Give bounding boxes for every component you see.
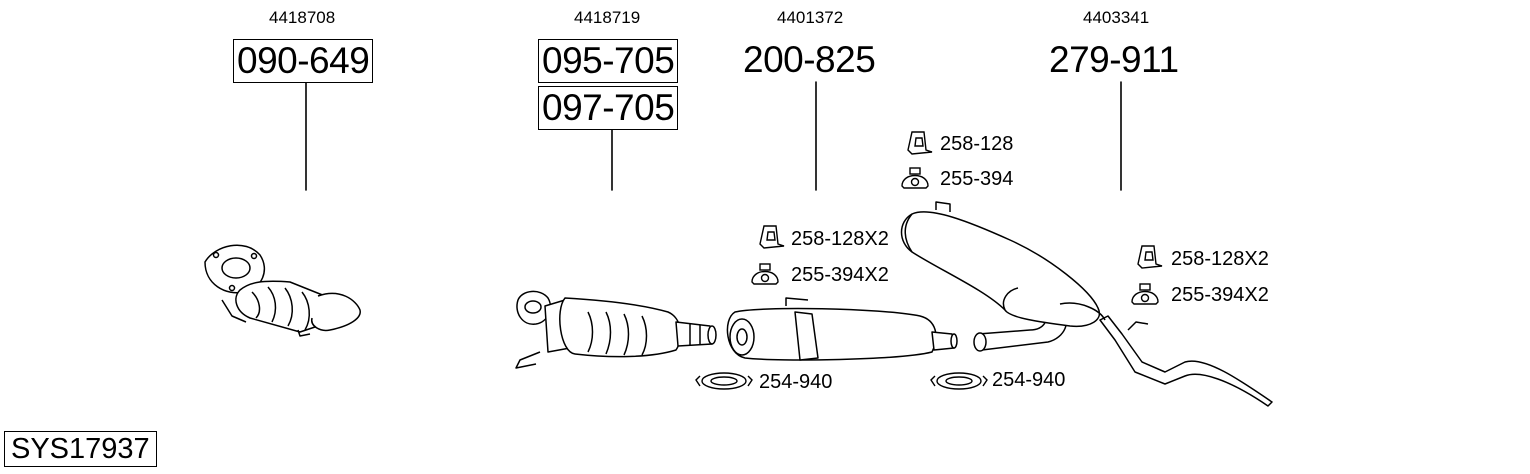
part-number-filter-primary: 095-705 [538,39,679,83]
part-number-middle: 200-825 [743,39,876,80]
oem-number-filter: 4418719 [574,8,641,27]
rubber-mount-icon [751,263,779,285]
clamp-icon [930,372,988,390]
bracket-icon [1137,245,1163,269]
oem-number-middle: 4401372 [777,8,844,27]
accessory-label-rear-bracket: 258-128X2 [1171,248,1269,270]
accessory-label-rear-rubber: 255-394X2 [1171,284,1269,306]
accessory-label-middle-rubber: 255-394X2 [791,264,889,286]
rubber-mount-icon [1131,283,1159,305]
accessory-label-clamp-left: 254-940 [759,371,833,393]
oem-number-catalytic: 4418708 [269,8,336,27]
accessory-label-middle-bracket: 258-128X2 [791,228,889,250]
rear-silencer-drawing [900,201,1273,407]
middle-silencer-drawing [726,297,958,361]
accessory-label-top-bracket: 258-128 [940,133,1014,155]
part-number-filter-alternative: 097-705 [538,86,679,130]
bracket-icon [759,225,785,249]
clamp-icon [695,372,753,390]
rubber-mount-icon [901,167,929,189]
accessory-label-top-rubber: 255-394 [940,168,1014,190]
particle-filter-drawing [515,290,717,369]
catalytic-converter-drawing [204,244,361,337]
part-number-catalytic: 090-649 [233,39,374,83]
system-code: SYS17937 [4,431,157,467]
accessory-label-clamp-right: 254-940 [992,369,1066,391]
bracket-icon [907,131,933,155]
oem-number-rear: 4403341 [1083,8,1150,27]
part-number-rear: 279-911 [1049,39,1179,80]
